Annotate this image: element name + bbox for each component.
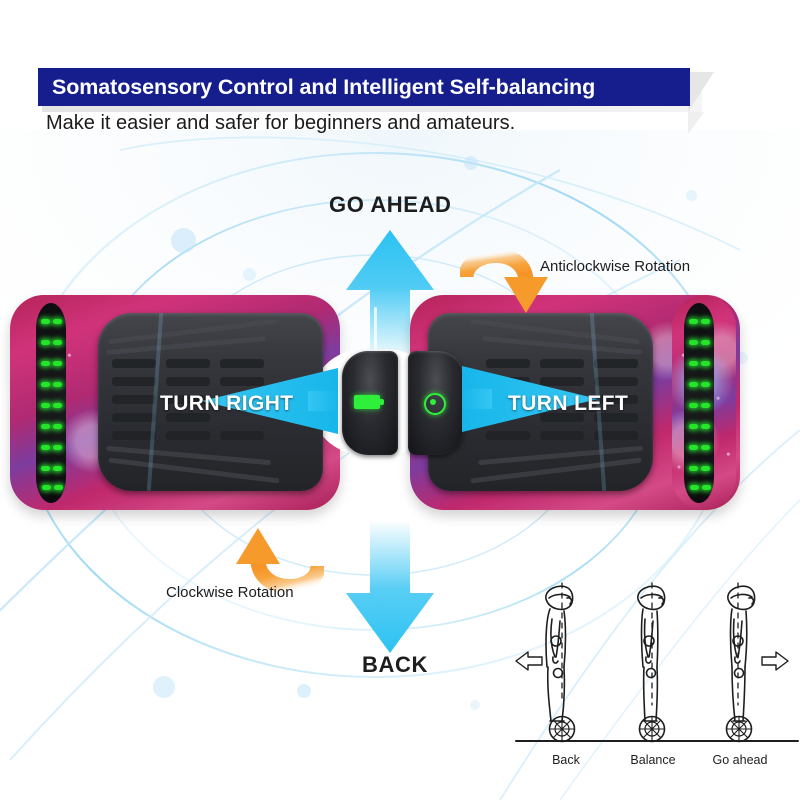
power-indicator-button[interactable] (408, 351, 464, 455)
led (701, 361, 710, 366)
led (701, 445, 710, 450)
led (41, 361, 50, 366)
led (54, 485, 63, 490)
led (41, 424, 50, 429)
led (41, 319, 50, 324)
led (41, 403, 50, 408)
led (53, 340, 62, 345)
led (41, 466, 50, 471)
page-title: Somatosensory Control and Intelligent Se… (52, 75, 596, 99)
led (701, 340, 710, 345)
decor-dot (464, 156, 478, 170)
label-back: BACK (362, 652, 428, 677)
rider-label-go-ahead: Go ahead (712, 753, 768, 767)
led (702, 485, 711, 490)
rider-label-balance: Balance (630, 753, 676, 767)
label-go-ahead: GO AHEAD (329, 192, 452, 217)
led (701, 319, 710, 324)
rider-label-back: Back (552, 753, 580, 767)
header-band (38, 68, 690, 106)
rider-figures (515, 582, 799, 743)
led (53, 403, 62, 408)
header-shadow-wedge (688, 72, 714, 112)
led (42, 485, 51, 490)
led (689, 466, 698, 471)
led (701, 466, 710, 471)
decor-dot (686, 190, 697, 201)
header: Somatosensory Control and Intelligent Se… (0, 0, 800, 150)
led (689, 340, 698, 345)
led (690, 485, 699, 490)
led (689, 382, 698, 387)
led (689, 424, 698, 429)
led (701, 382, 710, 387)
power-icon (424, 393, 446, 415)
led (53, 445, 62, 450)
clockwise-rotation-icon (236, 528, 324, 594)
go-ahead-arrow-icon (346, 230, 434, 363)
label-anticlockwise-rotation: Anticlockwise Rotation (540, 258, 691, 275)
led (689, 445, 698, 450)
led (689, 361, 698, 366)
led (41, 340, 50, 345)
battery-icon (354, 395, 384, 409)
led (53, 424, 62, 429)
right-led-strip (684, 303, 714, 503)
label-turn-left: TURN LEFT (508, 392, 629, 415)
decor-dot (297, 684, 311, 698)
decor-dot (243, 268, 256, 281)
decor-dot (470, 700, 480, 710)
rider-posture-diagram: Back Balance Go ahead (512, 575, 800, 780)
header-shadow-wedge-lower (688, 112, 704, 134)
led (701, 424, 710, 429)
label-clockwise-rotation: Clockwise Rotation (166, 584, 294, 601)
led (53, 361, 62, 366)
led (41, 382, 50, 387)
back-arrow-icon (346, 520, 434, 653)
led (689, 403, 698, 408)
decor-dot (171, 228, 196, 253)
decor-dot (153, 676, 175, 698)
anticlockwise-rotation-icon (460, 248, 548, 313)
turn-right-arrow-icon (202, 368, 338, 434)
led (41, 445, 50, 450)
led (53, 382, 62, 387)
left-led-strip (36, 303, 66, 503)
led (701, 403, 710, 408)
battery-indicator-button[interactable] (342, 351, 398, 455)
led (689, 319, 698, 324)
led (53, 319, 62, 324)
label-turn-right: TURN RIGHT (160, 392, 294, 415)
turn-left-arrow-icon (462, 366, 598, 432)
led (53, 466, 62, 471)
page-subtitle: Make it easier and safer for beginners a… (46, 112, 516, 134)
